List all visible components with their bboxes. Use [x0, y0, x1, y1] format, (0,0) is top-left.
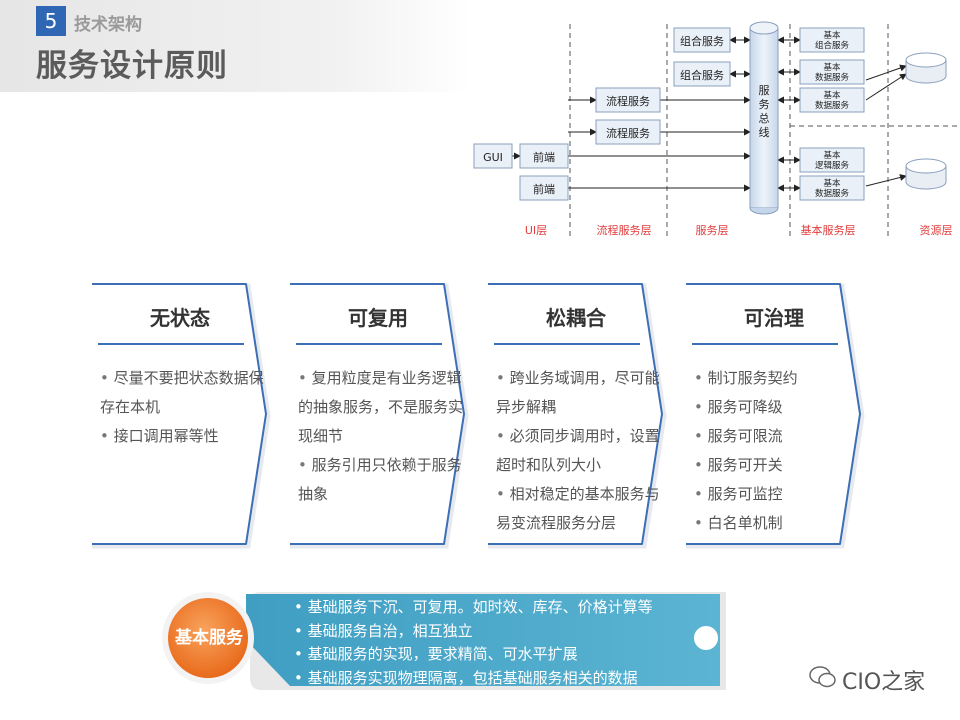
principle-title: 可治理 — [744, 306, 804, 330]
composite-service-box — [673, 27, 731, 53]
database-icon — [905, 158, 947, 190]
principle-title: 无状态 — [150, 306, 210, 330]
principle-item: 服务可限流 — [694, 422, 860, 451]
principle-item: 接口调用幂等性 — [100, 422, 266, 451]
composite-service-label: 组合服务 — [680, 68, 724, 82]
principle-item: 跨业务域调用，尽可能异步解耦 — [496, 364, 662, 422]
basic-service-label: 基本数据服务 — [815, 90, 850, 111]
basic-service-box — [799, 87, 865, 113]
connectors — [512, 36, 907, 192]
basic-service-box — [799, 175, 865, 201]
frontend-label: 前端 — [533, 150, 555, 164]
frontend-box — [519, 143, 569, 169]
service-bus — [749, 21, 779, 215]
principle-item: 服务引用只依赖于服务抽象 — [298, 451, 464, 509]
header-band — [0, 0, 472, 92]
basic-service-label: 基本数据服务 — [815, 178, 850, 199]
principle-title: 松耦合 — [546, 306, 606, 330]
principle-card: 松耦合跨业务域调用，尽可能异步解耦必须同步调用时，设置超时和队列大小相对稳定的基… — [488, 282, 688, 550]
layer-label-ui: UI层 — [525, 224, 547, 237]
principle-card: 无状态尽量不要把状态数据保存在本机接口调用幂等性 — [92, 282, 292, 550]
core-services-item: 基础服务的实现，要求精简、可水平扩展 — [294, 643, 653, 667]
principle-item: 复用粒度是有业务逻辑的抽象服务，不是服务实现细节 — [298, 364, 464, 451]
architecture-diagram: GUI 前端 前端 流程服务 流程服务 组合服务 组合服务 服务总线 基本组合服… — [472, 21, 960, 242]
composite-service-label: 组合服务 — [680, 34, 724, 48]
principle-item: 尽量不要把状态数据保存在本机 — [100, 364, 266, 422]
service-bus-label: 服务总线 — [759, 84, 770, 139]
principle-list: 复用粒度是有业务逻辑的抽象服务，不是服务实现细节服务引用只依赖于服务抽象 — [298, 364, 464, 509]
flow-service-box — [595, 119, 661, 145]
principle-item: 相对稳定的基本服务与易变流程服务分层 — [496, 480, 662, 538]
frontend-label: 前端 — [533, 182, 555, 196]
basic-service-box — [799, 147, 865, 173]
page-title: 服务设计原则 — [36, 48, 228, 84]
layer-label-service: 服务层 — [696, 224, 729, 237]
principle-list: 尽量不要把状态数据保存在本机接口调用幂等性 — [100, 364, 266, 451]
frontend-box — [519, 175, 569, 201]
basic-service-box — [799, 27, 865, 53]
core-services-item: 基础服务实现物理隔离，包括基础服务相关的数据 — [294, 667, 653, 691]
watermark: CIO之家 — [842, 670, 926, 695]
layer-label-basic: 基本服务层 — [801, 223, 856, 237]
principle-card: 可治理制订服务契约服务可降级服务可限流服务可开关服务可监控白名单机制 — [686, 282, 886, 550]
principle-item: 必须同步调用时，设置超时和队列大小 — [496, 422, 662, 480]
database-icon — [905, 52, 947, 84]
basic-service-label: 基本数据服务 — [815, 62, 850, 83]
section-number-badge: 5 — [36, 6, 66, 36]
principle-list: 制订服务契约服务可降级服务可限流服务可开关服务可监控白名单机制 — [694, 364, 860, 538]
basic-service-label: 基本逻辑服务 — [815, 150, 850, 171]
core-services-label: 基本服务 — [175, 628, 243, 648]
principle-item: 服务可监控 — [694, 480, 860, 509]
gui-label: GUI — [483, 151, 503, 164]
flow-service-label: 流程服务 — [606, 94, 650, 108]
wechat-icon — [809, 666, 836, 688]
gui-box — [473, 143, 513, 169]
layer-label-flow: 流程服务层 — [597, 223, 652, 237]
flow-service-box — [595, 87, 661, 113]
composite-service-box — [673, 61, 731, 87]
principle-title: 可复用 — [348, 306, 408, 330]
banner-dot — [694, 626, 718, 650]
core-services-list: 基础服务下沉、可复用。如时效、库存、价格计算等 基础服务自治，相互独立 基础服务… — [294, 596, 653, 690]
principle-card: 可复用复用粒度是有业务逻辑的抽象服务，不是服务实现细节服务引用只依赖于服务抽象 — [290, 282, 490, 550]
principle-item: 服务可降级 — [694, 393, 860, 422]
core-services-item: 基础服务自治，相互独立 — [294, 620, 653, 644]
section-name: 技术架构 — [74, 15, 142, 35]
basic-service-label: 基本组合服务 — [815, 30, 850, 51]
principle-item: 服务可开关 — [694, 451, 860, 480]
principle-list: 跨业务域调用，尽可能异步解耦必须同步调用时，设置超时和队列大小相对稳定的基本服务… — [496, 364, 662, 538]
core-services-item: 基础服务下沉、可复用。如时效、库存、价格计算等 — [294, 596, 653, 620]
basic-service-box — [799, 59, 865, 85]
principle-item: 白名单机制 — [694, 509, 860, 538]
badge-circle — [168, 598, 248, 678]
principle-item: 制订服务契约 — [694, 364, 860, 393]
layer-label-resource: 资源层 — [920, 223, 953, 237]
flow-service-label: 流程服务 — [606, 126, 650, 140]
